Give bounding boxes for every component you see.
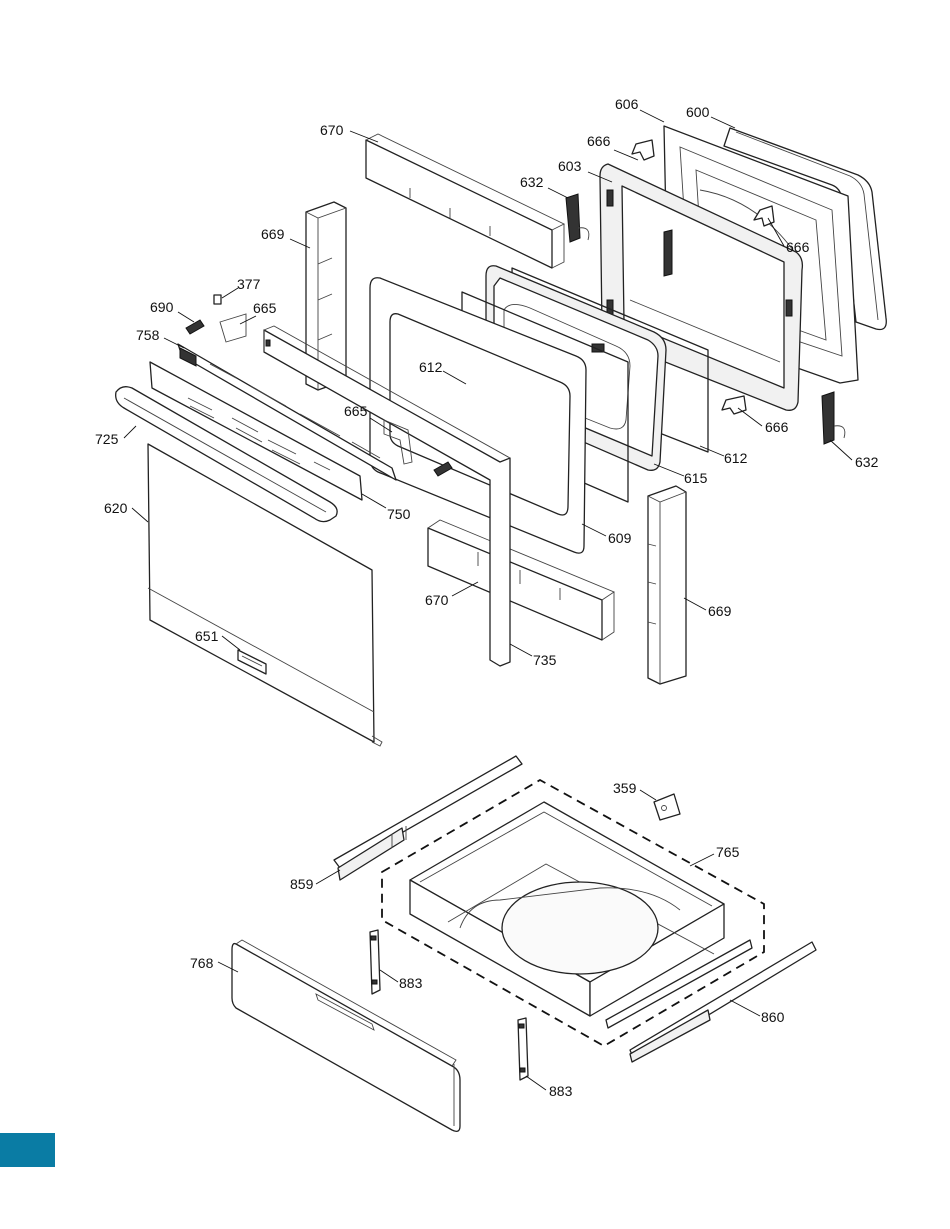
door-hinge-middle <box>664 230 672 276</box>
callout-883-upper: 883 <box>399 975 423 991</box>
callout-669-right: 669 <box>708 603 732 619</box>
callout-750: 750 <box>387 506 411 522</box>
door-hinge-632-left <box>566 194 589 242</box>
callout-612-rear: 612 <box>724 450 748 466</box>
callout-859: 859 <box>290 876 314 892</box>
callout-632-left: 632 <box>520 174 544 190</box>
callout-765: 765 <box>716 844 740 860</box>
callout-725: 725 <box>95 431 119 447</box>
clip-359 <box>654 794 680 820</box>
drawer-bracket-883-upper <box>370 930 380 994</box>
wire-clip-665-left <box>220 314 246 342</box>
callout-665-center: 665 <box>344 403 368 419</box>
clip-377 <box>214 295 221 304</box>
callout-632-right: 632 <box>855 454 879 470</box>
insulation-670-top <box>366 134 564 268</box>
callout-603: 603 <box>558 158 582 174</box>
callout-665-left: 665 <box>253 300 277 316</box>
callout-612-front: 612 <box>419 359 443 375</box>
side-insulation-669-right <box>648 486 686 684</box>
callout-758: 758 <box>136 327 160 343</box>
callout-620: 620 <box>104 500 128 516</box>
callout-666-right: 666 <box>786 239 810 255</box>
callout-768: 768 <box>190 955 214 971</box>
callout-359: 359 <box>613 780 637 796</box>
drawer-bracket-883-lower <box>518 1018 528 1080</box>
callout-600: 600 <box>686 104 710 120</box>
insulation-670-bottom <box>428 520 614 640</box>
drawer-front-768 <box>232 940 460 1131</box>
callout-609: 609 <box>608 530 632 546</box>
callout-606: 606 <box>615 96 639 112</box>
callout-735: 735 <box>533 652 557 668</box>
handle-screw-690-left <box>186 320 204 334</box>
callout-615: 615 <box>684 470 708 486</box>
callout-669-left: 669 <box>261 226 285 242</box>
callout-883-lower: 883 <box>549 1083 573 1099</box>
callout-690: 690 <box>150 299 174 315</box>
hinge-bracket-666-top <box>632 140 654 160</box>
page-corner-tab <box>0 1133 55 1167</box>
callout-651: 651 <box>195 628 219 644</box>
callout-666-top: 666 <box>587 133 611 149</box>
callout-860: 860 <box>761 1009 785 1025</box>
callout-670-top: 670 <box>320 122 344 138</box>
callout-666-lower: 666 <box>765 419 789 435</box>
callout-377: 377 <box>237 276 261 292</box>
callout-670-bottom: 670 <box>425 592 449 608</box>
door-hinge-632-right <box>822 392 845 444</box>
